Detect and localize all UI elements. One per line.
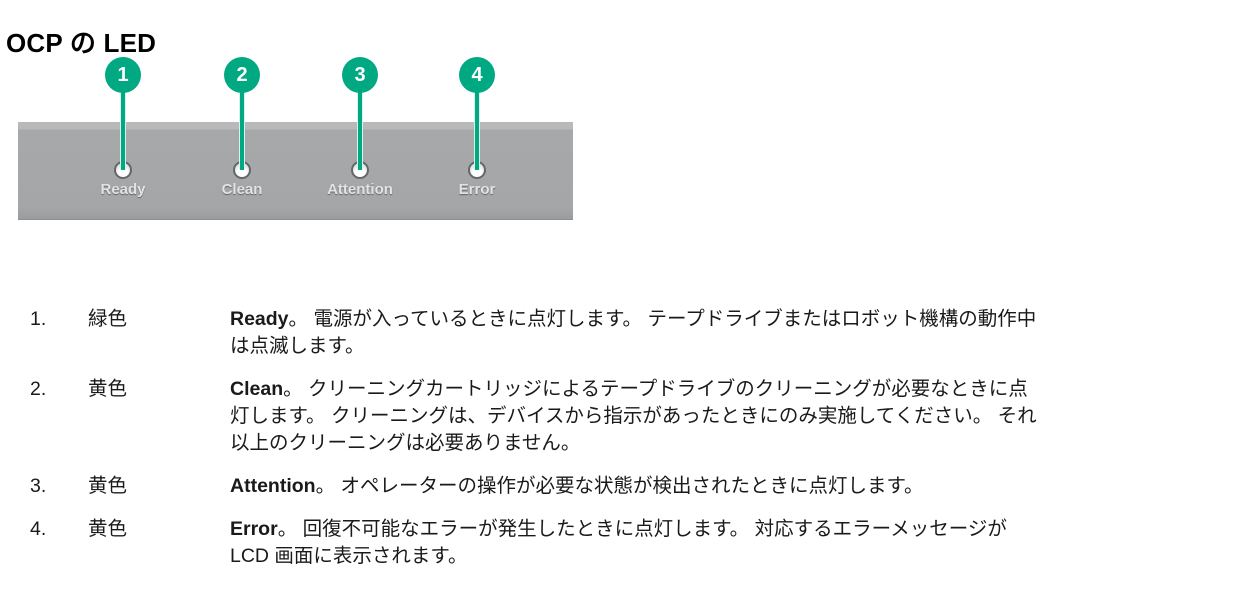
item-description: Attention。 オペレーターの操作が必要な状態が検出されたときに点灯します… (230, 473, 1040, 500)
callout-column-attention: 3 Attention (300, 57, 420, 207)
callout-column-error: 4 Error (417, 57, 537, 207)
item-number: 3. (30, 475, 47, 497)
led-description-text: 。 回復不可能なエラーが発生したときに点灯します。 対応するエラーメッセージが … (230, 518, 1007, 567)
leader-line (239, 90, 245, 170)
item-color-label: 黄色 (88, 518, 128, 540)
led-name: Clean (230, 378, 284, 400)
leader-line (357, 90, 363, 170)
page-title: OCP の LED (6, 28, 157, 59)
callout-column-clean: 2 Clean (182, 57, 302, 207)
led-name: Ready (230, 308, 289, 330)
item-description: Error。 回復不可能なエラーが発生したときに点灯します。 対応するエラーメッ… (230, 516, 1040, 570)
attention-led-label: Attention (327, 181, 393, 198)
callout-4-badge: 4 (459, 57, 495, 93)
ocp-led-figure: 1 Ready 2 Clean 3 Attention 4 Error (0, 0, 620, 240)
list-item: 1. 緑色 Ready。 電源が入っているときに点灯します。 テープドライブまた… (0, 306, 1239, 360)
item-description: Clean。 クリーニングカートリッジによるテープドライブのクリーニングが必要な… (230, 376, 1040, 457)
led-legend-list: 1. 緑色 Ready。 電源が入っているときに点灯します。 テープドライブまた… (0, 306, 1239, 586)
item-description: Ready。 電源が入っているときに点灯します。 テープドライブまたはロボット機… (230, 306, 1040, 360)
item-color-label: 緑色 (88, 308, 128, 330)
item-color-label: 黄色 (88, 378, 128, 400)
list-item: 3. 黄色 Attention。 オペレーターの操作が必要な状態が検出されたとき… (0, 473, 1239, 500)
led-description-text: 。 クリーニングカートリッジによるテープドライブのクリーニングが必要なときに点灯… (230, 378, 1037, 454)
item-number: 2. (30, 378, 47, 400)
list-item: 2. 黄色 Clean。 クリーニングカートリッジによるテープドライブのクリーニ… (0, 376, 1239, 457)
error-led-label: Error (458, 181, 496, 198)
led-description-text: 。 オペレーターの操作が必要な状態が検出されたときに点灯します。 (315, 475, 924, 497)
leader-line (120, 90, 126, 170)
callout-column-ready: 1 Ready (63, 57, 183, 207)
led-name: Attention (230, 475, 316, 497)
callout-1-badge: 1 (105, 57, 141, 93)
list-item: 4. 黄色 Error。 回復不可能なエラーが発生したときに点灯します。 対応す… (0, 516, 1239, 570)
item-color-label: 黄色 (88, 475, 128, 497)
item-number: 4. (30, 518, 47, 540)
callout-3-badge: 3 (342, 57, 378, 93)
item-number: 1. (30, 308, 47, 330)
ready-led-label: Ready (100, 181, 146, 198)
leader-line (474, 90, 480, 170)
led-description-text: 。 電源が入っているときに点灯します。 テープドライブまたはロボット機構の動作中… (230, 308, 1037, 357)
clean-led-label: Clean (221, 181, 263, 198)
callout-2-badge: 2 (224, 57, 260, 93)
led-name: Error (230, 518, 278, 540)
